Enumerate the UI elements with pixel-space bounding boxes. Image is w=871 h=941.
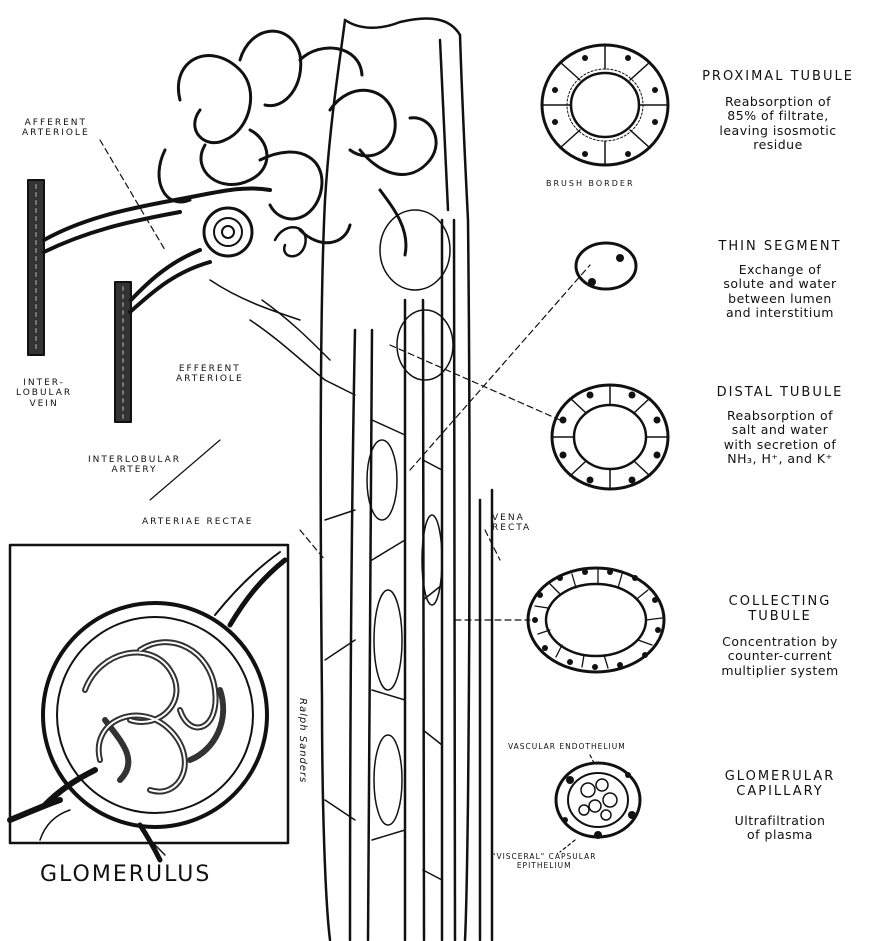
section-capillary-text: Ultrafiltration of plasma (690, 814, 870, 843)
interlobular-vein-drawing (28, 180, 44, 355)
section-distal-text: Reabsorption of salt and water with secr… (690, 409, 870, 467)
afferent-arteriole-drawing (44, 188, 270, 312)
glomerular-capillary-section (556, 755, 640, 852)
convoluted-tubule-drawing (159, 31, 436, 256)
label-vena-recta: VENA RECTA (492, 513, 531, 534)
label-visceral-capsular-epithelium: "VISCERAL" CAPSULAR EPITHELIUM (492, 853, 596, 870)
section-collecting-title: COLLECTING TUBULE (690, 595, 870, 625)
section-capillary-title: GLOMERULAR CAPILLARY (690, 770, 870, 800)
label-interlobular-artery: INTERLOBULAR ARTERY (88, 455, 181, 476)
label-glomerulus: GLOMERULUS (40, 862, 211, 887)
section-proximal-title: PROXIMAL TUBULE (688, 70, 868, 85)
distal-tubule-section (552, 385, 668, 489)
section-thin: THIN SEGMENT Exchange of solute and wate… (690, 240, 870, 320)
label-interlobular-vein: INTER- LOBULAR VEIN (16, 378, 72, 409)
proximal-tubule-section (542, 45, 668, 165)
collecting-tubule-section (528, 568, 664, 672)
section-distal: DISTAL TUBULE Reabsorption of salt and w… (690, 386, 870, 466)
label-arteriae-rectae: ARTERIAE RECTAE (142, 517, 253, 527)
interlobular-artery-drawing (115, 282, 131, 422)
label-brush-border: BRUSH BORDER (546, 179, 635, 188)
section-collecting: COLLECTING TUBULE Concentration by count… (690, 595, 870, 678)
section-collecting-text: Concentration by counter-current multipl… (690, 635, 870, 678)
glomerulus-inset (10, 545, 288, 860)
thin-segment-section (576, 243, 636, 289)
vasa-recta-bundle (321, 18, 492, 940)
section-thin-text: Exchange of solute and water between lum… (690, 263, 870, 321)
section-distal-title: DISTAL TUBULE (690, 386, 870, 401)
section-proximal-text: Reabsorption of 85% of filtrate, leaving… (688, 95, 868, 153)
section-proximal: PROXIMAL TUBULE Reabsorption of 85% of f… (688, 70, 868, 152)
artist-signature: Ralph Sanders (297, 698, 309, 783)
section-thin-title: THIN SEGMENT (690, 240, 870, 255)
section-capillary: GLOMERULAR CAPILLARY Ultrafiltration of … (690, 770, 870, 843)
label-vascular-endothelium: VASCULAR ENDOTHELIUM (508, 743, 626, 752)
label-afferent-arteriole: AFFERENT ARTERIOLE (22, 118, 90, 139)
label-efferent-arteriole: EFFERENT ARTERIOLE (176, 364, 244, 385)
